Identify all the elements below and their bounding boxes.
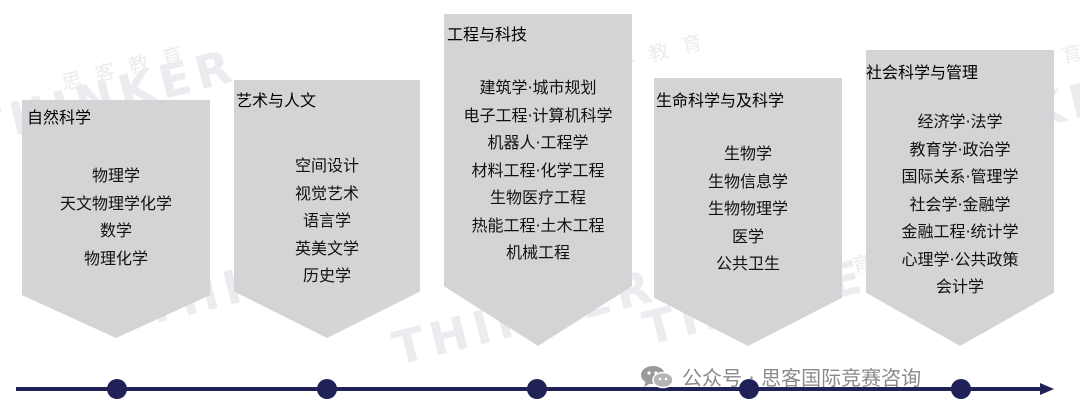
card-body — [866, 50, 1054, 346]
subject-item: 生物医疗工程 — [489, 188, 586, 207]
subject-item: 会计学 — [935, 277, 984, 296]
subject-item: 机器人·工程学 — [487, 133, 589, 152]
card-title: 工程与科技 — [447, 25, 528, 44]
timeline-node — [317, 379, 337, 399]
subject-item: 英美文学 — [294, 238, 359, 258]
subject-item: 生物学 — [723, 144, 772, 163]
subject-item: 生物信息学 — [707, 171, 788, 191]
subject-item: 材料工程·化学工程 — [471, 160, 605, 180]
category-card-natural-science: 物理学 天文物理学化学 数学 物理化学 — [22, 100, 210, 338]
subject-item: 物理学 — [91, 166, 140, 185]
card-items: 物理学 天文物理学化学 数学 物理化学 — [22, 162, 210, 272]
subject-item: 国际关系·管理学 — [901, 167, 1019, 186]
footer-text: 公众号 · 思客国际竞赛咨询 — [682, 366, 922, 390]
card-items: 空间设计 视觉艺术 语言学 英美文学 历史学 — [234, 152, 420, 290]
timeline-arrow-icon — [1040, 383, 1054, 395]
wechat-icon — [641, 365, 674, 388]
card-title: 自然科学 — [27, 108, 92, 127]
card-items: 建筑学·城市规划 电子工程·计算机科学 机器人·工程学 材料工程·化学工程 生物… — [444, 74, 632, 267]
subject-item: 社会学·金融学 — [909, 194, 1011, 214]
card-title: 艺术与人文 — [236, 91, 317, 110]
category-card-social-science-management: 经济学·法学 教育学·政治学 国际关系·管理学 社会学·金融学 金融工程·统计学… — [866, 50, 1054, 346]
subject-item: 教育学·政治学 — [909, 139, 1011, 159]
subject-item: 经济学·法学 — [917, 112, 1003, 131]
card-body — [234, 80, 420, 338]
subject-item: 物理化学 — [83, 248, 148, 268]
subject-item: 机械工程 — [505, 243, 570, 262]
subject-item: 数学 — [99, 221, 132, 240]
footer-credit: 公众号 · 思客国际竞赛咨询 — [640, 362, 921, 391]
card-title: 生命科学与及科学 — [656, 91, 785, 110]
timeline-node — [527, 379, 547, 399]
subject-item: 心理学·公共政策 — [901, 249, 1019, 269]
subject-item: 热能工程·土木工程 — [471, 215, 605, 235]
subject-item: 建筑学·城市规划 — [479, 78, 597, 97]
card-body — [654, 78, 842, 346]
category-card-life-science: 生物学 生物信息学 生物物理学 医学 公共卫生 — [654, 78, 842, 346]
timeline-node — [107, 379, 127, 399]
subject-item: 金融工程·统计学 — [901, 222, 1019, 241]
card-body — [444, 14, 632, 346]
card-body — [22, 100, 210, 338]
timeline-node — [951, 379, 971, 399]
subject-item: 空间设计 — [294, 156, 359, 175]
card-items: 经济学·法学 教育学·政治学 国际关系·管理学 社会学·金融学 金融工程·统计学… — [866, 108, 1054, 301]
subject-item: 生物物理学 — [707, 199, 788, 218]
subject-item: 视觉艺术 — [294, 183, 359, 203]
category-card-engineering-tech: 建筑学·城市规划 电子工程·计算机科学 机器人·工程学 材料工程·化学工程 生物… — [444, 14, 632, 346]
card-title: 社会科学与管理 — [866, 63, 979, 82]
subject-item: 天文物理学化学 — [59, 193, 172, 213]
subject-item: 电子工程·计算机科学 — [463, 105, 613, 125]
subject-item: 历史学 — [302, 266, 351, 285]
timeline-node — [739, 379, 759, 399]
subject-item: 医学 — [731, 226, 764, 246]
subject-item: 公共卫生 — [715, 254, 780, 273]
card-items: 生物学 生物信息学 生物物理学 医学 公共卫生 — [654, 140, 842, 278]
category-card-arts-humanities: 空间设计 视觉艺术 语言学 英美文学 历史学 — [234, 80, 420, 338]
subject-item: 语言学 — [302, 211, 351, 230]
